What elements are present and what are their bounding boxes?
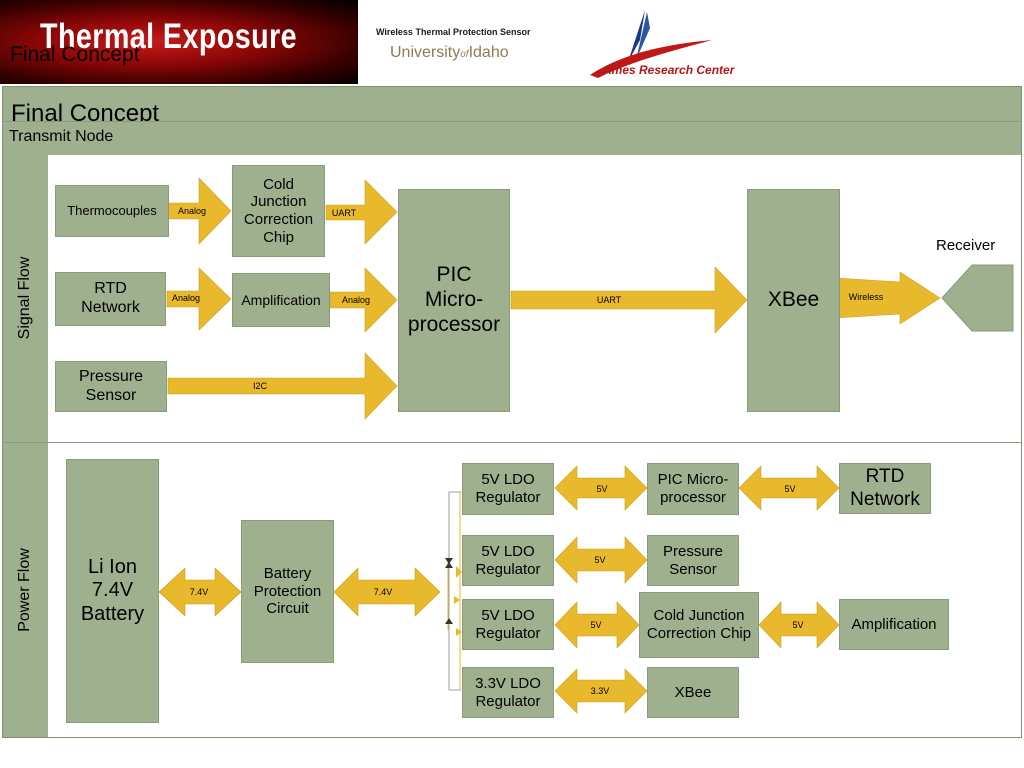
university-end: Idaho: [468, 44, 509, 61]
pressure-power-box: Pressure Sensor: [647, 535, 739, 586]
label-uart-1: UART: [331, 208, 357, 218]
ames-caption: Ames Research Center: [603, 63, 735, 77]
pressure-sensor-box: Pressure Sensor: [55, 361, 167, 412]
sensor-caption: Wireless Thermal Protection Sensor: [376, 27, 531, 37]
arrow-pressure-pic: [167, 352, 398, 420]
pic-microprocessor-box: PIC Micro-processor: [398, 189, 510, 412]
label-i2c: I2C: [252, 381, 268, 391]
arrow-protection-bus: [333, 567, 441, 617]
signal-flow-sidebar: [3, 155, 48, 442]
label-uart-main: UART: [596, 295, 622, 305]
pic-power-box: PIC Micro-processor: [647, 463, 739, 515]
regulator-4-box: 3.3V LDO Regulator: [462, 667, 554, 718]
slide-title-bar: [3, 87, 1021, 121]
regulator-2-box: 5V LDO Regulator: [462, 535, 554, 586]
receiver-shape: [941, 264, 1014, 332]
thermocouples-box: Thermocouples: [55, 185, 169, 237]
cjc-power-box: Cold Junction Correction Chip: [639, 592, 759, 658]
regulator-1-box: 5V LDO Regulator: [462, 463, 554, 515]
xbee-box: XBee: [747, 189, 840, 412]
rtd-network-box: RTD Network: [55, 272, 166, 326]
rtd-power-box: RTD Network: [839, 463, 931, 514]
cjc-chip-box: Cold Junction Correction Chip: [232, 165, 325, 257]
university-of: of: [460, 49, 469, 60]
label-wireless: Wireless: [848, 292, 884, 302]
protection-circuit-box: Battery Protection Circuit: [241, 520, 334, 663]
amplification-power-box: Amplification: [839, 599, 949, 650]
slide-frame: [2, 86, 1022, 738]
label-v-r4-xbee: 3.3V: [590, 686, 610, 696]
overlay-title: Final Concept: [10, 43, 140, 66]
label-analog-3: Analog: [341, 295, 371, 305]
arrow-amp-pic: [329, 267, 398, 333]
label-analog-1: Analog: [177, 206, 207, 216]
xbee-power-box: XBee: [647, 667, 739, 718]
battery-box: Li Ion 7.4V Battery: [66, 459, 159, 723]
arrow-pic-xbee: [510, 266, 748, 334]
label-v-batt: 7.4V: [189, 587, 209, 597]
receiver-label: Receiver: [936, 237, 996, 254]
label-v-r2-pres: 5V: [594, 555, 606, 565]
ames-logo-icon: [590, 10, 712, 78]
university-main: University: [390, 44, 461, 61]
slide-subtitle: Transmit Node: [9, 128, 114, 145]
label-analog-2: Analog: [171, 293, 201, 303]
section-divider: [3, 442, 1021, 443]
amplification-box: Amplification: [232, 273, 330, 327]
power-flow-sidebar: [3, 443, 48, 737]
regulator-3-box: 5V LDO Regulator: [462, 599, 554, 650]
label-v-pic-rtd: 5V: [784, 484, 796, 494]
arrow-thermo-cjc: [167, 177, 232, 245]
label-v-cjc-amp: 5V: [792, 620, 804, 630]
university-logo: UniversityofIdaho: [390, 44, 509, 62]
label-v-prot: 7.4V: [373, 587, 393, 597]
subtitle-bar: [3, 121, 1021, 155]
arrow-rtd-amp: [166, 267, 232, 331]
arrow-cjc-pic: [325, 179, 398, 245]
label-v-r3-cjc: 5V: [590, 620, 602, 630]
label-v-r1-pic: 5V: [596, 484, 608, 494]
thermal-exposure-banner: [0, 0, 358, 84]
banner-title: Thermal Exposure: [40, 17, 297, 56]
